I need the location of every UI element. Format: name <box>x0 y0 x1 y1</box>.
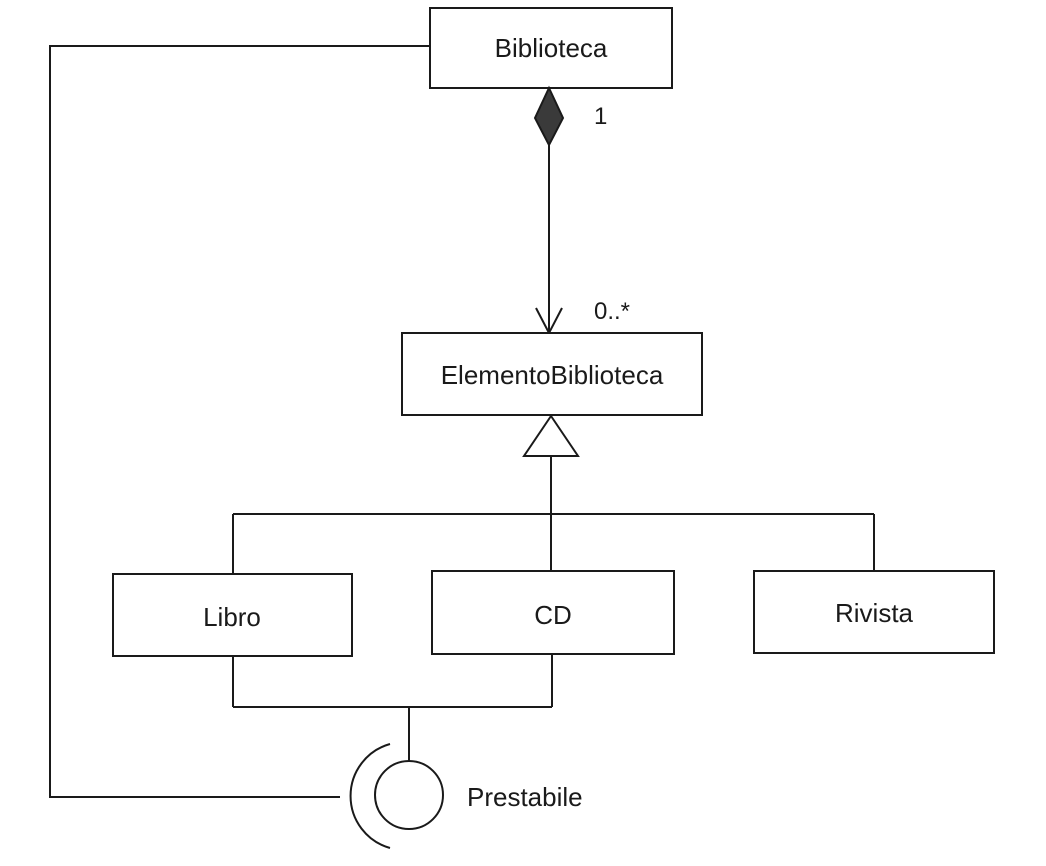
prestabile-interface-socket-icon <box>349 743 391 849</box>
class-cd-name: CD <box>534 600 572 630</box>
composition-diamond-icon <box>533 85 565 148</box>
multiplicity-part: 0..* <box>594 298 630 325</box>
generalization-triangle-icon <box>522 414 580 457</box>
class-cd: CD <box>431 570 675 655</box>
class-rivista-name: Rivista <box>835 598 914 628</box>
class-libro: Libro <box>112 573 353 657</box>
interface-realization: Prestabile <box>232 654 583 830</box>
class-elemento-biblioteca: ElementoBiblioteca <box>401 332 703 416</box>
class-biblioteca-name: Biblioteca <box>495 33 608 63</box>
prestabile-interface-ball-icon <box>374 760 444 830</box>
class-rivista: Rivista <box>753 570 995 654</box>
class-biblioteca: Biblioteca <box>429 7 673 89</box>
composition-association: 1 0..* <box>533 85 630 336</box>
interface-usage <box>49 45 430 849</box>
class-elemento-biblioteca-name: ElementoBiblioteca <box>441 360 664 390</box>
multiplicity-whole: 1 <box>594 103 607 130</box>
generalization <box>232 414 875 574</box>
interface-prestabile-name: Prestabile <box>467 782 583 812</box>
class-libro-name: Libro <box>203 602 261 632</box>
